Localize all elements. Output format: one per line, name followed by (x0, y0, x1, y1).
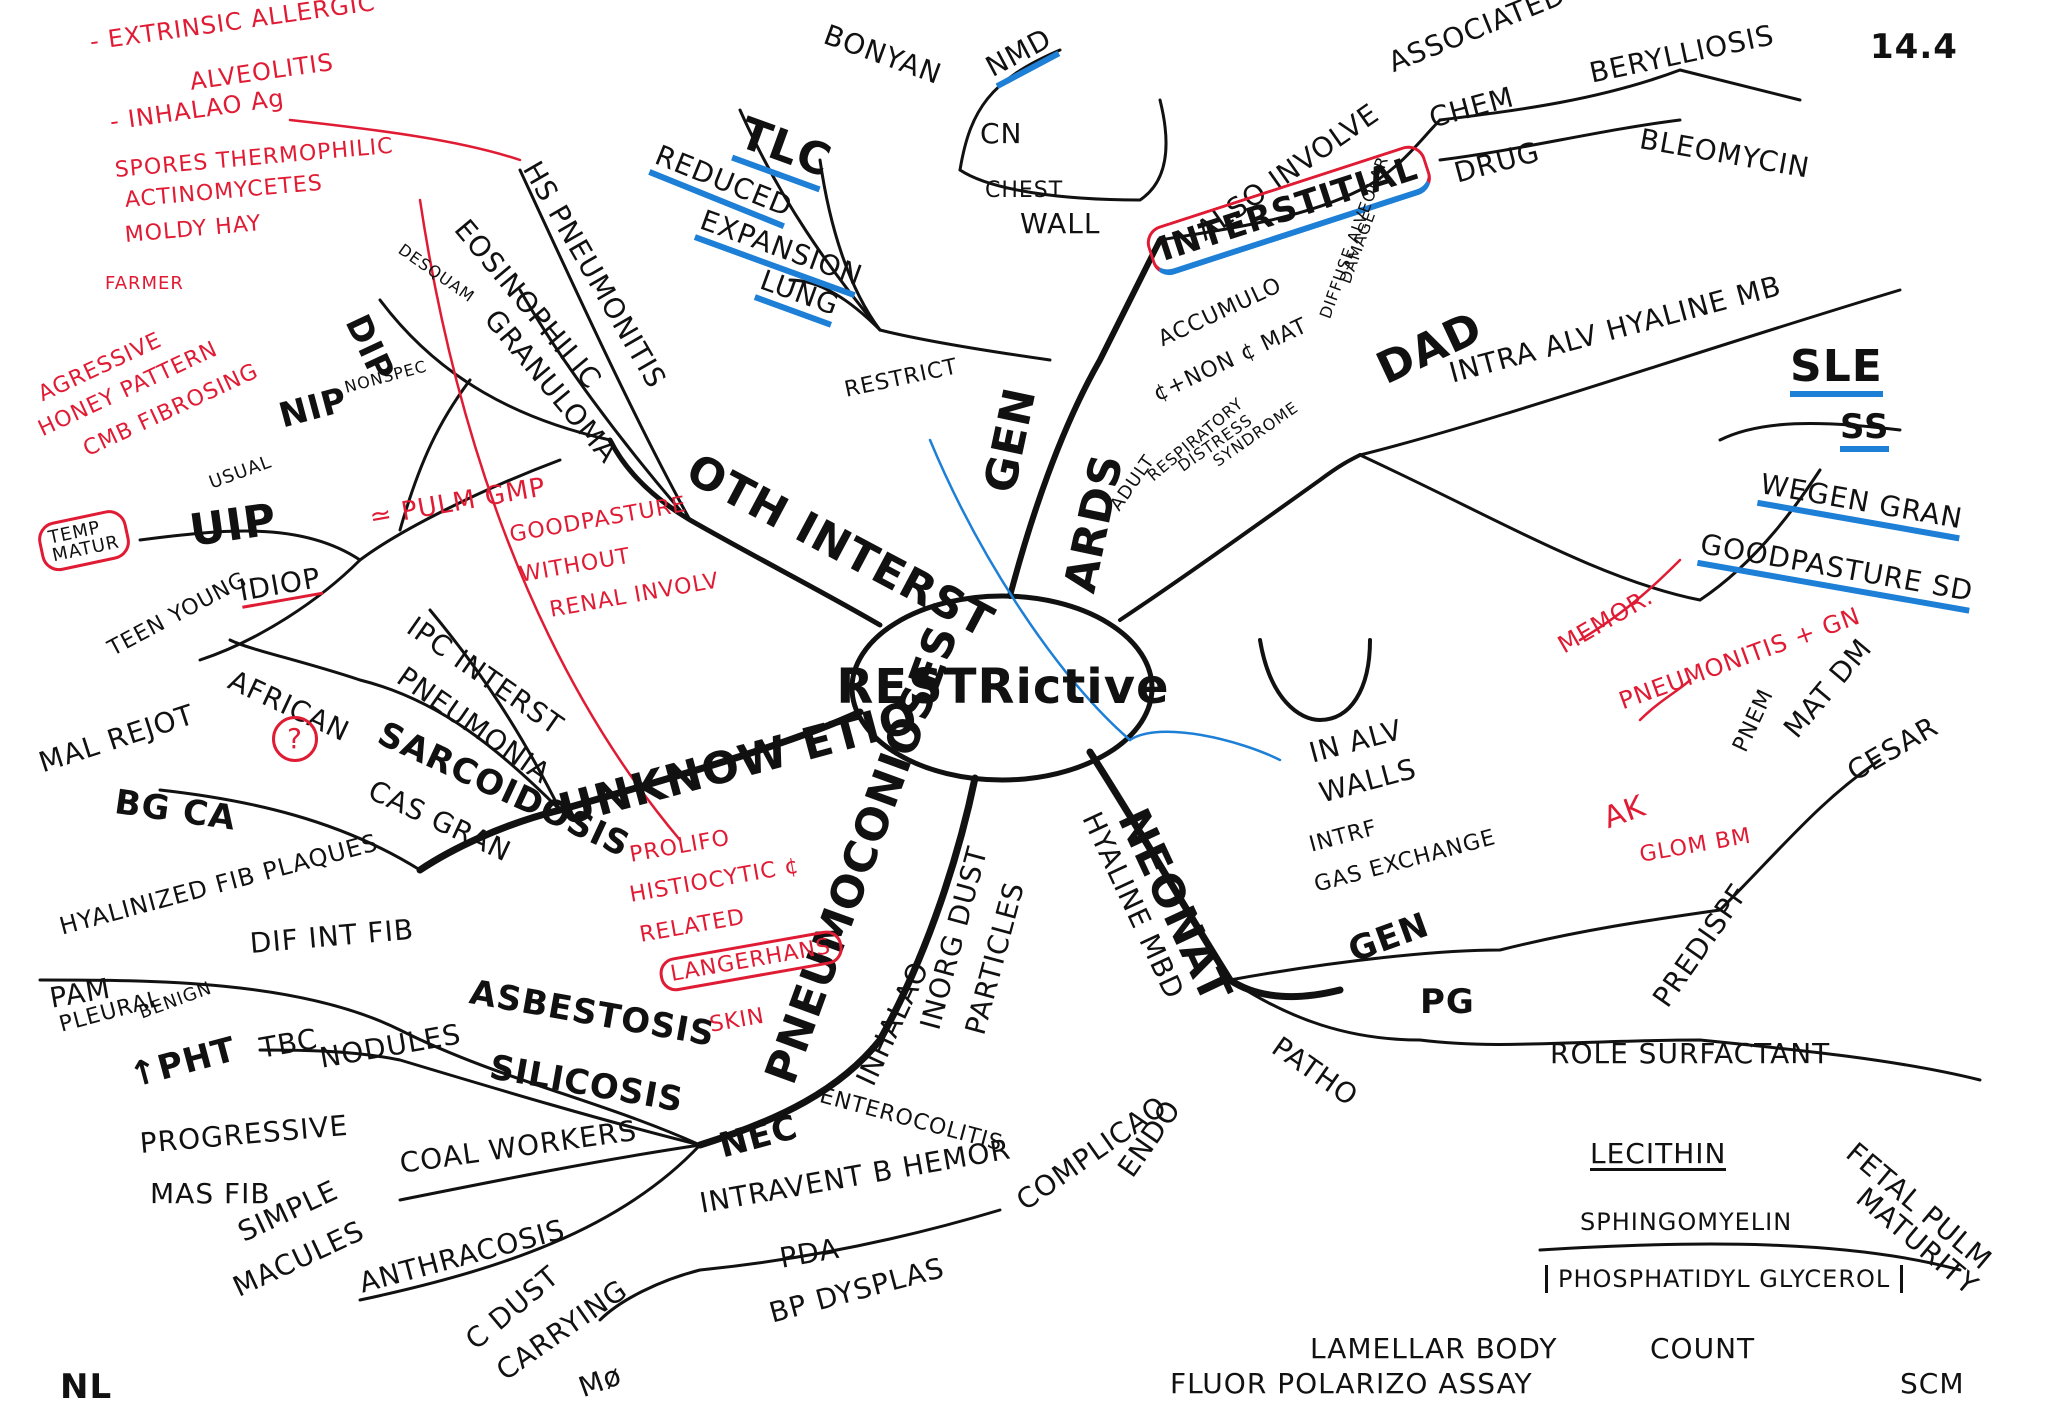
sphingomyelin-label: SPHINGOMYELIN (1580, 1208, 1793, 1236)
fluor-label: FLUOR POLARIZO ASSAY (1170, 1367, 1533, 1400)
branch-pneumoconioses (696, 774, 979, 1149)
link-oth-eos (518, 288, 682, 512)
blue-link-walls (1128, 730, 1282, 762)
ss-label: SS (1840, 410, 1890, 452)
cn-label: CN (980, 117, 1023, 150)
red-farmer: FARMER (105, 273, 184, 294)
red-link-hs (288, 118, 522, 162)
link-sarc (228, 638, 562, 812)
initials-right-label: SCM (1900, 1367, 1965, 1400)
link-nmd (958, 48, 1062, 172)
link-coal (398, 1143, 702, 1202)
red-link-prolifo (418, 198, 682, 842)
count-label: COUNT (1650, 1332, 1756, 1365)
link-autoimmune (1358, 453, 1822, 602)
link-oth-dip (378, 298, 612, 442)
u-symbol (1258, 638, 1372, 723)
blue-link-gen (928, 438, 1132, 742)
link-asbest (38, 978, 702, 1147)
branch-neonat (1086, 748, 1344, 1000)
link-dad (1358, 288, 1902, 457)
link-chest (958, 98, 1168, 202)
branch-gen-top (1007, 237, 1163, 599)
lecithin-label: LECITHIN (1590, 1137, 1727, 1171)
branch-oth-interst (607, 437, 883, 628)
lamellar-label: LAMELLAR BODY (1310, 1332, 1558, 1365)
role-surfactant-label: ROLE SURFACTANT (1550, 1037, 1831, 1070)
link-drug (1438, 118, 1682, 162)
link-mal (158, 788, 422, 872)
link-sle (1718, 421, 1902, 442)
uip-label: UIP (186, 494, 280, 557)
center-oval (849, 593, 1155, 783)
branch-unknow-etio (416, 708, 864, 874)
link-lung (788, 278, 882, 332)
red-link-memor (1578, 558, 1682, 642)
link-gen-right (1228, 908, 1722, 982)
mas-fib-label: MAS FIB (150, 1177, 271, 1210)
chest-label: CHEST (985, 178, 1064, 203)
link-ipc (428, 608, 562, 812)
red-link-ak (1638, 678, 1692, 722)
date-label: 14.4 (1870, 27, 1958, 67)
link-patho (1228, 978, 1982, 1082)
pg-label: PG (1420, 982, 1475, 1022)
question-mark: ? (272, 716, 318, 762)
sle-label: SLE (1790, 345, 1883, 397)
link-anthracosis (358, 1143, 702, 1302)
link-chem (1438, 68, 1802, 122)
link-phospho (1538, 1242, 1962, 1272)
initials-label: NL (60, 1367, 113, 1403)
link-complications (598, 1208, 1002, 1322)
link-tlc (738, 108, 882, 332)
branch-ards (1118, 453, 1362, 622)
link-teen (198, 558, 362, 662)
link-silicosis (258, 1048, 702, 1147)
center-node: RESTRictive (836, 659, 1170, 715)
link-oth-hs (518, 168, 692, 522)
link-interstitial (1158, 118, 1442, 242)
phosphatidyl-label: PHOSPHATIDYL GLYCEROL (1545, 1265, 1904, 1293)
link-predisp (1718, 758, 1882, 912)
wall-label: WALL (1020, 207, 1101, 240)
